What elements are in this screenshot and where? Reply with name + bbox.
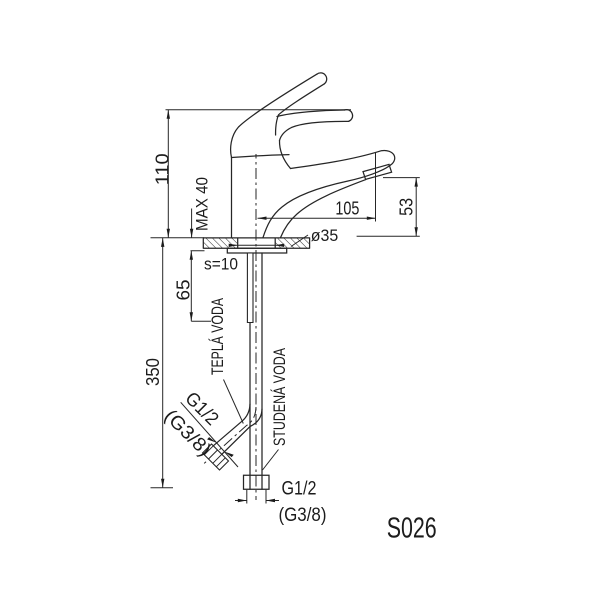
- svg-text:(G3/8): (G3/8): [279, 505, 327, 526]
- svg-text:ø35: ø35: [311, 226, 339, 245]
- svg-text:STUDENÁ VODA: STUDENÁ VODA: [270, 348, 289, 446]
- svg-text:53: 53: [396, 198, 416, 216]
- svg-text:TEPLÁ VODA: TEPLÁ VODA: [208, 298, 227, 375]
- svg-text:110: 110: [152, 153, 172, 185]
- svg-text:350: 350: [143, 358, 163, 386]
- svg-text:s=10: s=10: [204, 255, 238, 274]
- svg-text:S026: S026: [387, 513, 437, 545]
- svg-text:105: 105: [335, 199, 359, 219]
- svg-text:65: 65: [173, 280, 193, 301]
- svg-text:G1/2: G1/2: [282, 479, 317, 500]
- svg-text:MAX 40: MAX 40: [193, 177, 212, 231]
